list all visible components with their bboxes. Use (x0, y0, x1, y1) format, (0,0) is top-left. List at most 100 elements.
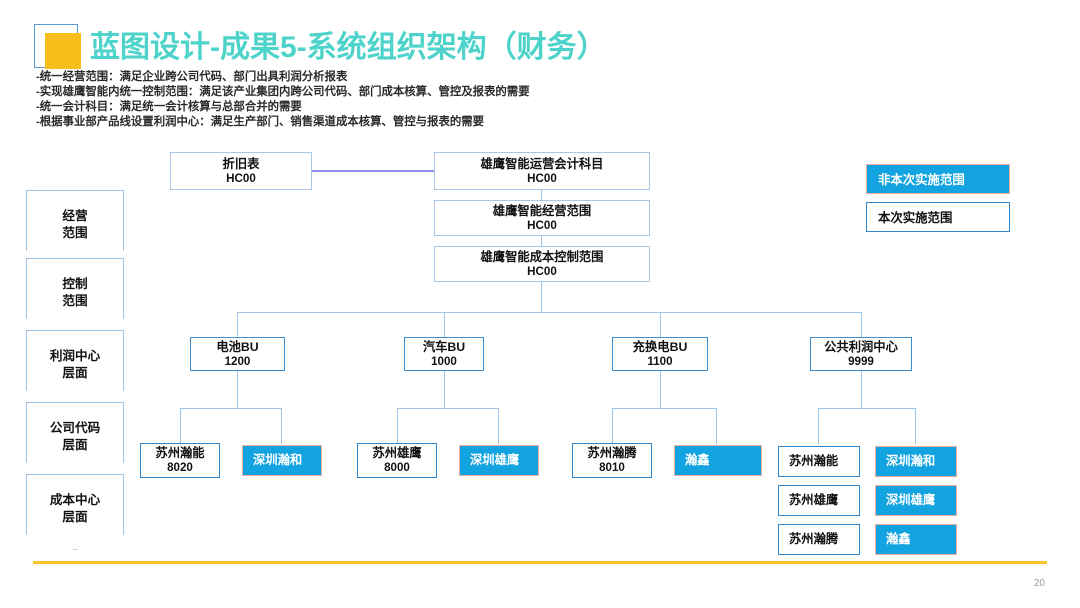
rail-label-line1: 控制 (62, 277, 88, 291)
node-public-company-suzhou-hanteng[interactable]: 苏州瀚腾 (778, 524, 860, 555)
rail-label-line2: 范围 (62, 226, 88, 240)
connector-bus-to-battery (237, 312, 239, 337)
rail-item-company-code: 公司代码 层面 (26, 402, 124, 478)
node-profit-center-charging[interactable]: 充换电BU 1100 (612, 337, 708, 371)
connector-public-leg-left (818, 408, 820, 444)
node-public-company-hanxin[interactable]: 瀚鑫 (875, 524, 957, 555)
rail-label-line1: 成本中心 (49, 493, 101, 507)
node-code: 1200 (224, 354, 251, 368)
connector-battery-bus (180, 408, 282, 410)
node-profit-center-battery[interactable]: 电池BU 1200 (190, 337, 285, 371)
node-code: 8020 (167, 461, 193, 474)
rail-label-line2: 层面 (62, 438, 88, 452)
bullet-list: -统一经营范围：满足企业跨公司代码、部门出具利润分析报表 -实现雄鹰智能内统一控… (36, 70, 756, 130)
rail-item-control-scope: 控制 范围 (26, 258, 124, 334)
page-title: 蓝图设计-成果5-系统组织架构（财务） (90, 31, 607, 64)
node-public-company-shenzhen-xiongying[interactable]: 深圳雄鹰 (875, 485, 957, 516)
legend-included: 本次实施范围 (866, 202, 1010, 232)
node-title: 苏州瀚腾 (587, 446, 637, 460)
bullet-line-4: -根据事业部产品线设置利润中心：满足生产部门、销售渠道成本核算、管控与报表的需要 (36, 116, 485, 129)
connector-charging-leg-right (716, 408, 718, 444)
connector-public-drop (861, 371, 863, 408)
connector-depreciation-to-coa (312, 170, 434, 172)
node-code: 1100 (647, 354, 673, 368)
node-code: HC00 (527, 171, 557, 185)
node-company-hanxin-charging[interactable]: 瀚鑫 (674, 445, 762, 476)
connector-bus-to-auto (444, 312, 446, 337)
node-title: 电池BU (216, 339, 259, 354)
node-chart-of-accounts[interactable]: 雄鹰智能运营会计科目 HC00 (434, 152, 650, 190)
rail-item-operating-scope: 经营 范围 (26, 190, 124, 266)
node-title: 深圳雄鹰 (886, 493, 936, 507)
page-number: 20 (1033, 578, 1045, 589)
node-code: 8000 (384, 461, 410, 474)
connector-auto-bus (397, 408, 499, 410)
connector-public-bus (818, 408, 916, 410)
footer-rule (33, 561, 1047, 564)
bullet-line-3: -统一会计科目：满足统一会计核算与总部合并的需要 (36, 101, 302, 114)
node-code: 9999 (848, 354, 874, 368)
node-title: 深圳瀚和 (886, 454, 936, 468)
node-title: 苏州瀚能 (155, 446, 205, 460)
node-code: HC00 (527, 218, 557, 232)
node-code: 1000 (431, 354, 457, 368)
node-public-company-shenzhen-hanhe[interactable]: 深圳瀚和 (875, 446, 957, 477)
node-title: 苏州瀚能 (789, 454, 839, 468)
bullet-line-1: -统一经营范围：满足企业跨公司代码、部门出具利润分析报表 (36, 71, 348, 83)
connector-auto-leg-right (498, 408, 500, 444)
connector-bus-to-charging (660, 312, 662, 337)
connector-public-leg-right (915, 408, 917, 444)
rail-label-line2: 层面 (62, 366, 88, 380)
connector-battery-leg-left (180, 408, 182, 444)
node-company-suzhou-xiongying[interactable]: 苏州雄鹰 8000 (357, 443, 437, 478)
node-title: 深圳雄鹰 (470, 453, 520, 467)
connector-battery-drop (237, 371, 239, 408)
node-title: 苏州雄鹰 (372, 446, 422, 460)
node-cost-control-scope[interactable]: 雄鹰智能成本控制范围 HC00 (434, 246, 650, 282)
node-operating-scope[interactable]: 雄鹰智能经营范围 HC00 (434, 200, 650, 236)
rail-label-line1: 经营 (62, 209, 88, 223)
node-company-suzhou-hanteng[interactable]: 苏州瀚腾 8010 (572, 443, 652, 478)
legend-included-label: 本次实施范围 (878, 211, 953, 225)
legend-excluded-label: 非本次实施范围 (878, 173, 965, 187)
node-title: 折旧表 (222, 156, 260, 171)
node-title: 汽车BU (422, 339, 466, 354)
node-title: 瀚鑫 (685, 453, 710, 467)
rail-label-line2: 范围 (62, 294, 88, 308)
connector-auto-drop (444, 371, 446, 408)
node-title: 雄鹰智能运营会计科目 (480, 156, 604, 171)
rail-item-cost-center: 成本中心 层面 (26, 474, 124, 550)
node-title: 苏州瀚腾 (789, 532, 839, 546)
node-code: HC00 (527, 264, 557, 278)
node-public-company-suzhou-hanneng[interactable]: 苏州瀚能 (778, 446, 860, 477)
node-title: 瀚鑫 (886, 532, 911, 546)
bullet-line-2: -实现雄鹰智能内统一控制范围：满足该产业集团内跨公司代码、部门成本核算、管控及报… (36, 86, 530, 99)
node-title: 雄鹰智能经营范围 (492, 203, 592, 218)
node-title: 充换电BU (632, 339, 688, 354)
rail-label-line1: 公司代码 (49, 421, 101, 435)
logo-filled-square (45, 33, 81, 69)
node-profit-center-auto[interactable]: 汽车BU 1000 (404, 337, 484, 371)
rail-item-profit-center: 利润中心 层面 (26, 330, 124, 406)
connector-charging-leg-left (612, 408, 614, 444)
node-title: 苏州雄鹰 (789, 493, 839, 507)
connector-charging-bus (612, 408, 717, 410)
rail-label-line2: 层面 (62, 510, 88, 524)
connector-bu-bus (237, 312, 861, 314)
node-code: HC00 (226, 171, 256, 185)
node-title: 雄鹰智能成本控制范围 (480, 249, 604, 264)
connector-auto-leg-left (397, 408, 399, 444)
rail-label-line1: 利润中心 (49, 349, 101, 363)
node-company-shenzhen-xiongying[interactable]: 深圳雄鹰 (459, 445, 539, 476)
connector-bus-to-public (861, 312, 863, 337)
node-profit-center-public[interactable]: 公共利润中心 9999 (810, 337, 912, 371)
node-depreciation[interactable]: 折旧表 HC00 (170, 152, 312, 190)
node-title: 深圳瀚和 (253, 453, 303, 467)
node-company-suzhou-hanneng[interactable]: 苏州瀚能 8020 (140, 443, 220, 478)
node-public-company-suzhou-xiongying[interactable]: 苏州雄鹰 (778, 485, 860, 516)
node-company-shenzhen-hanhe[interactable]: 深圳瀚和 (242, 445, 322, 476)
connector-battery-leg-right (281, 408, 283, 444)
legend-excluded: 非本次实施范围 (866, 164, 1010, 194)
node-title: 公共利润中心 (824, 339, 898, 354)
